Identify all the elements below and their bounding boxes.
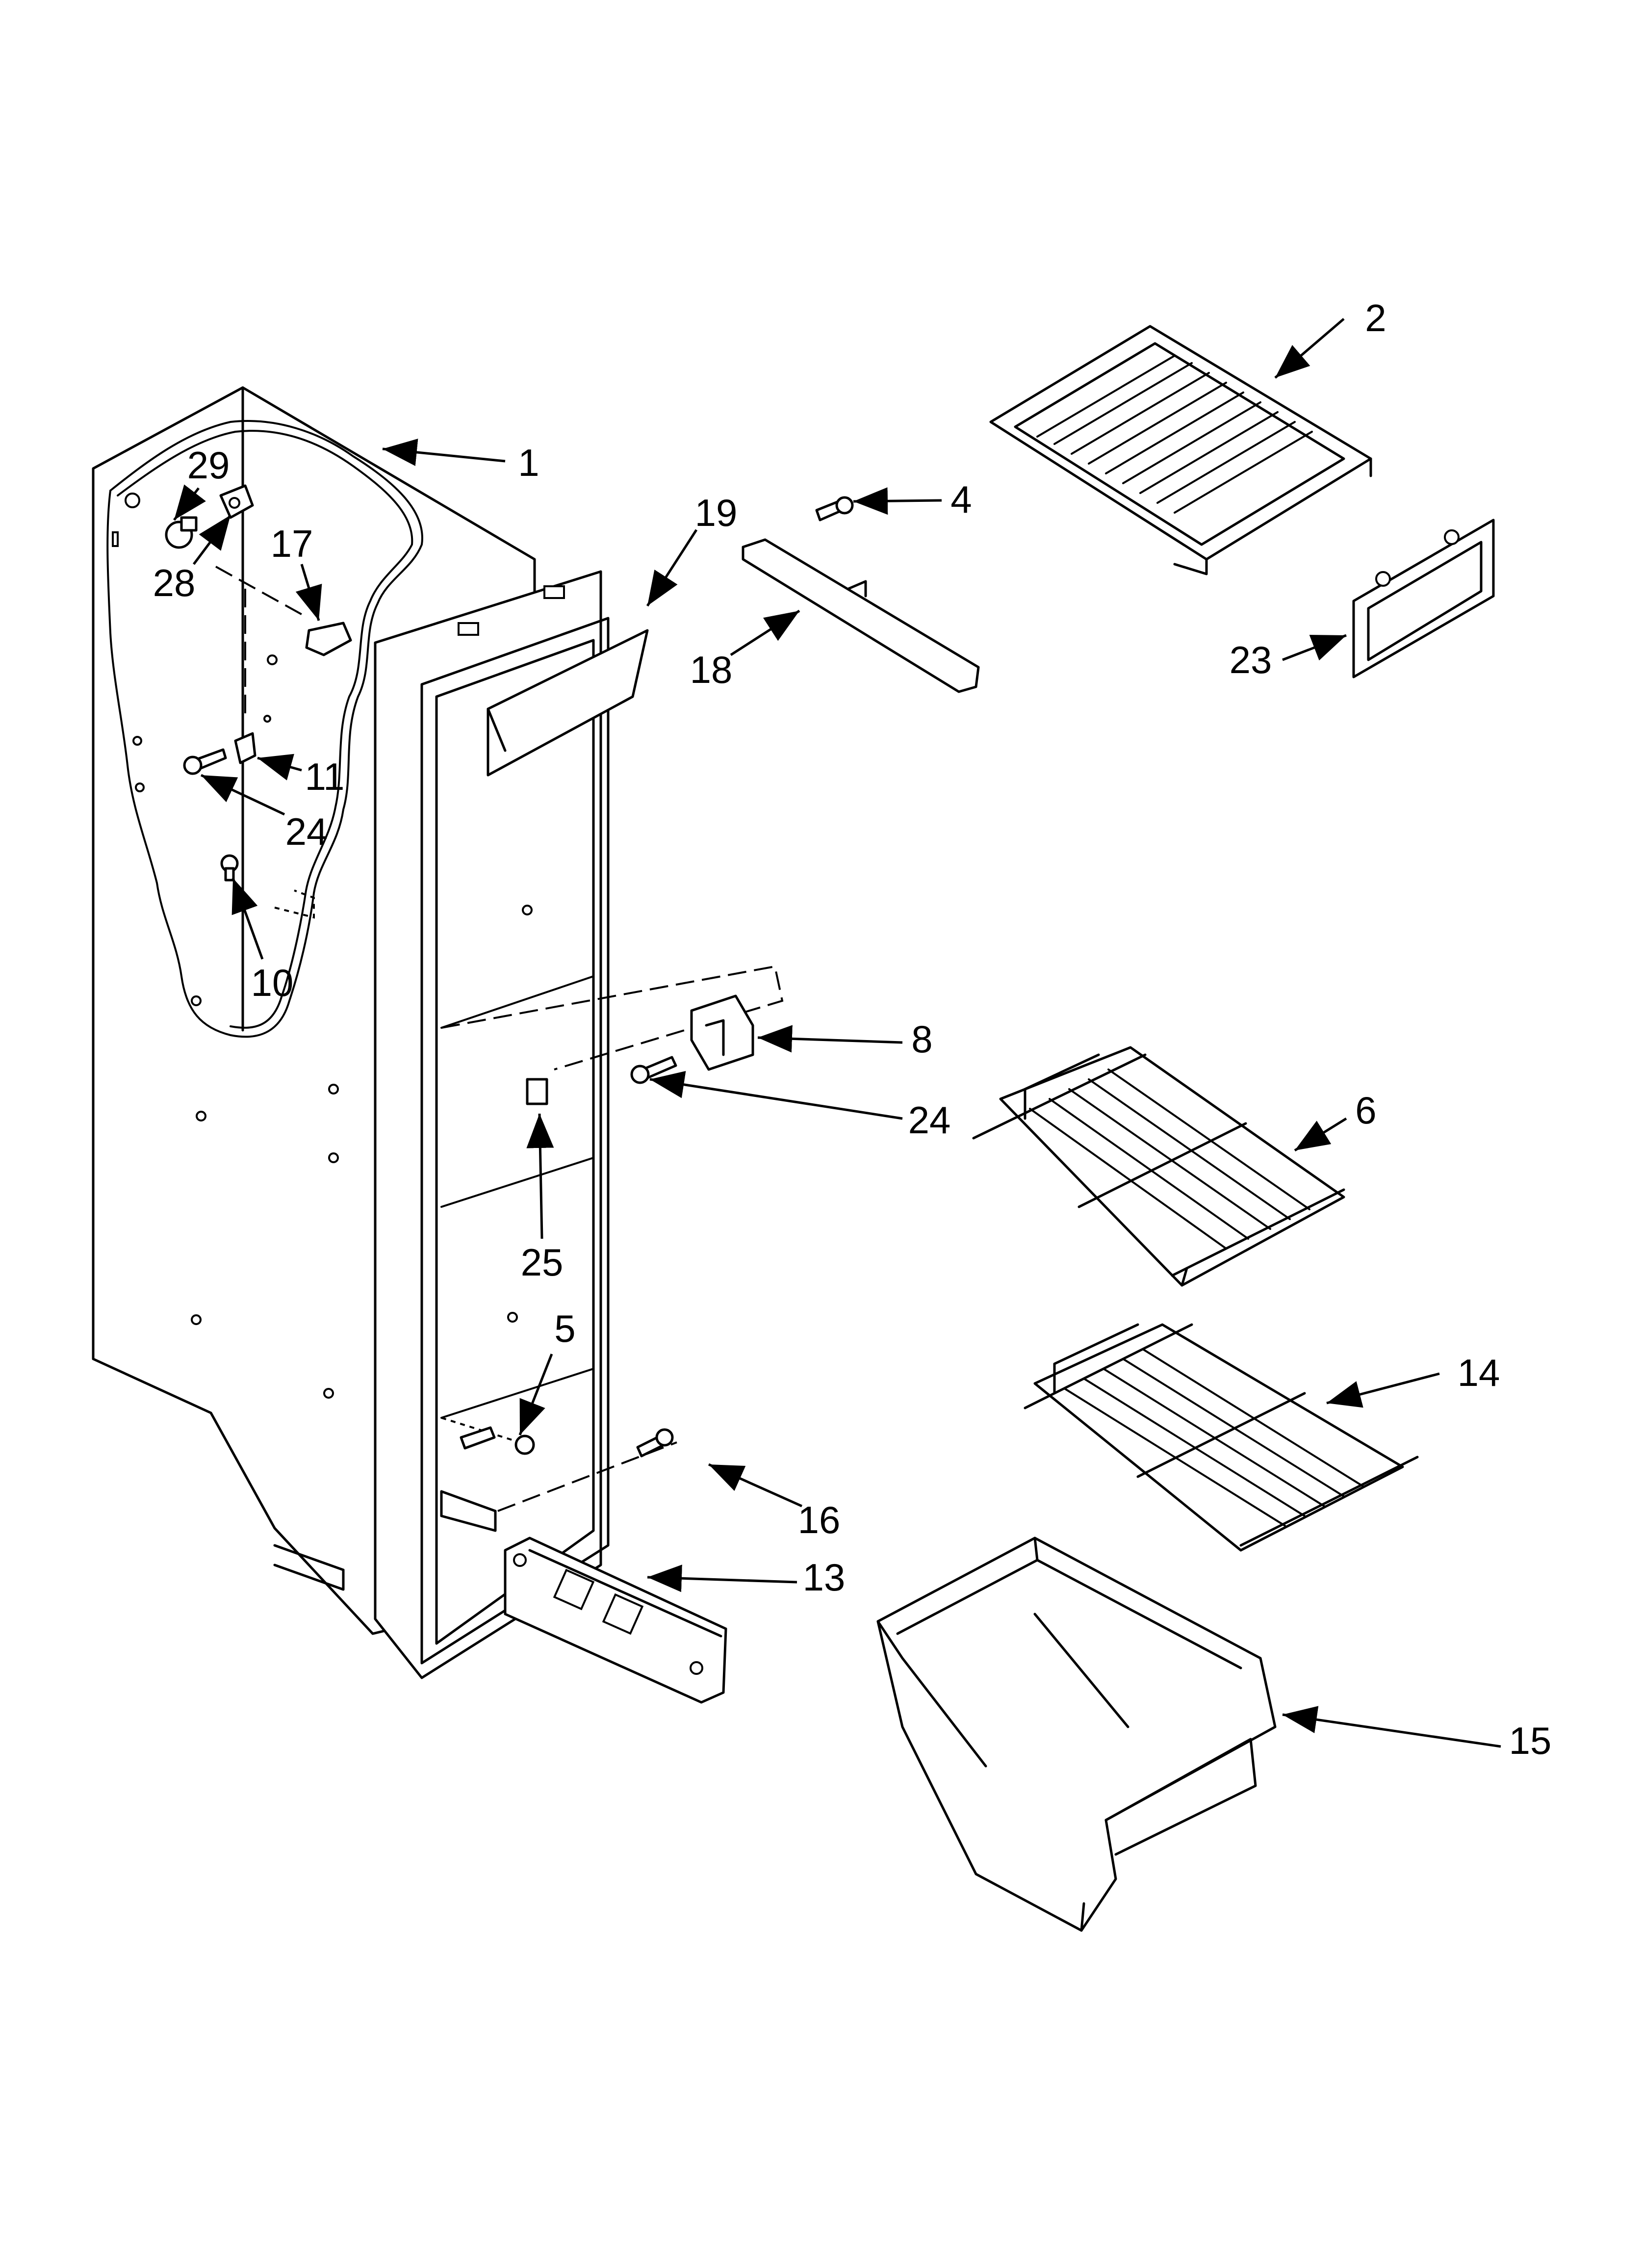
callout-4: 4 [950,478,972,521]
wire-shelf-part-14 [1024,1323,1419,1552]
screw-part-16 [636,1428,674,1458]
sensor-clip-part-17 [305,622,352,656]
callout-11: 11 [305,755,345,798]
callout-10: 10 [251,961,294,1004]
callout-28: 28 [153,561,196,604]
callout-1: 1 [518,441,539,484]
callout-15: 15 [1509,1719,1552,1762]
callout-24-lower: 24 [908,1098,951,1142]
wire-shelf-part-6 [972,1046,1345,1287]
leader-lines [173,318,1501,1748]
freezer-bin-part-15 [876,1537,1277,1932]
connector-part-25 [526,1078,548,1105]
callout-24-upper: 24 [285,810,328,853]
upper-shelf-part-2 [989,325,1372,575]
shelf-support-part-8 [690,994,754,1071]
callout-8: 8 [911,1017,932,1061]
screw-part-24-upper [183,748,227,775]
callout-18: 18 [690,648,733,691]
callout-29: 29 [187,443,230,487]
callout-25: 25 [521,1241,564,1284]
callout-17: 17 [271,522,313,565]
shelf-trim-part-23 [1352,519,1495,678]
lower-hinge-cover-part-13 [504,1537,727,1704]
thermistor-part-11 [234,715,271,764]
callout-2: 2 [1365,296,1386,339]
screw-part-5 [460,1426,535,1455]
callout-16: 16 [798,1498,841,1541]
callout-6: 6 [1355,1089,1376,1132]
callout-14: 14 [1458,1351,1500,1394]
screw-part-4 [815,496,854,521]
callout-23: 23 [1230,638,1272,681]
callout-19: 19 [695,491,738,534]
socket-part-28 [219,484,254,519]
callout-5: 5 [554,1307,575,1350]
shelf-rail-part-18 [742,538,980,693]
screw-part-10 [220,854,239,882]
top-baffle-part-19 [487,629,649,777]
callout-13: 13 [803,1556,846,1599]
